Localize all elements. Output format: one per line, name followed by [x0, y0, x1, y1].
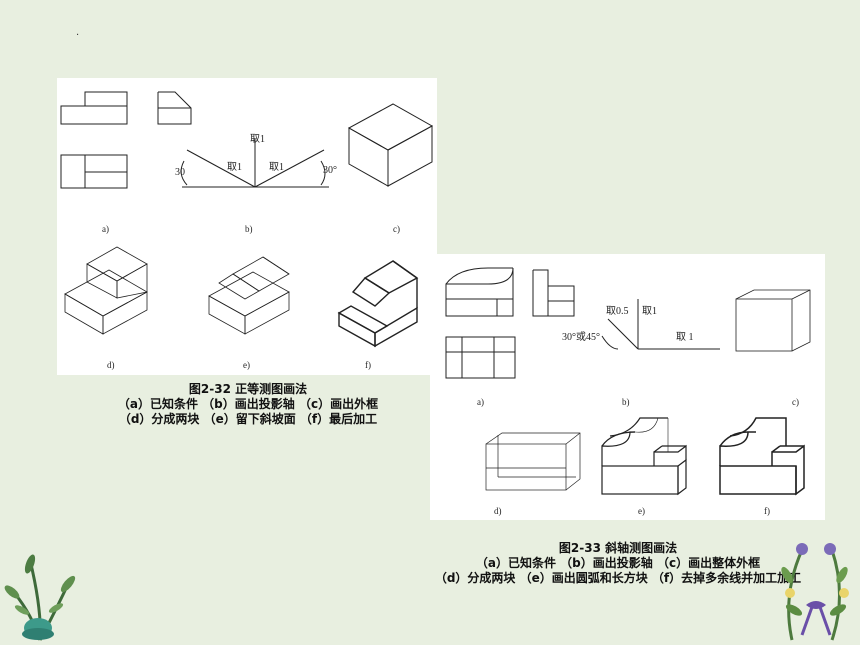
fig232-label-a: a) — [102, 224, 109, 234]
figure-2-32-drawing — [60, 91, 434, 348]
fig232-axis-take1-top: 取1 — [250, 134, 265, 145]
figure-2-33-drawing — [445, 267, 811, 496]
fig233-caption-title: 图2-33 斜轴测图画法 — [558, 541, 678, 555]
fig233-label-d: d) — [494, 506, 502, 516]
fig233-label-f: f) — [764, 506, 770, 516]
fig232-c-box — [347, 103, 434, 187]
fig233-label-a: a) — [477, 397, 484, 407]
fig232-axis-take1-right: 取1 — [269, 162, 284, 173]
fig232-axis-take1-left: 取1 — [227, 162, 242, 173]
fig232-angle-right: 30° — [323, 165, 337, 176]
fig232-e-slope — [208, 256, 290, 335]
plant-decoration-icon — [4, 554, 76, 641]
fig233-caption-line2: （d）分成两块 （e）画出圆弧和长方块 （f）去掉多余线并加工加工 — [434, 571, 802, 585]
fig232-a-views — [60, 91, 192, 189]
fig233-a-views — [445, 267, 575, 379]
fig232-d-blocks — [64, 246, 148, 335]
fig233-b-axes — [601, 299, 720, 350]
fig232-b-axes — [180, 138, 329, 188]
fig233-angle: 30°或45° — [562, 332, 600, 343]
fig233-axis-take1-right: 取 1 — [676, 332, 694, 343]
fig232-caption-line1: （a）已知条件 （b）画出投影轴 （c）画出外框 — [117, 397, 379, 411]
fig232-angle-left: 30 — [175, 167, 185, 178]
figure-2-32-panel: 取1 取1 取1 30 30° a) b) c) d) e) f) — [57, 78, 437, 375]
fig232-label-c: c) — [393, 224, 400, 234]
fig233-axis-take05: 取0.5 — [606, 306, 629, 317]
fig233-label-e: e) — [638, 506, 645, 516]
fig233-label-c: c) — [792, 397, 799, 407]
fig233-label-b: b) — [622, 397, 630, 407]
fig232-label-f: f) — [365, 360, 371, 370]
figure-2-33-panel: 取0.5 取1 取 1 30°或45° a) b) c) d) e) f) — [430, 254, 825, 520]
fig232-label-b: b) — [245, 224, 253, 234]
fig233-f-final — [719, 417, 805, 496]
fig233-axis-take1-top: 取1 — [642, 306, 657, 317]
figure-2-32-caption: 图2-32 正等测图画法 （a）已知条件 （b）画出投影轴 （c）画出外框 （d… — [88, 382, 408, 427]
fig232-caption-title: 图2-32 正等测图画法 — [188, 382, 308, 396]
fig233-e-arcs — [601, 417, 687, 496]
fig232-label-d: d) — [107, 360, 115, 370]
slide-dot: · — [76, 30, 80, 41]
fig233-c-box — [735, 289, 811, 352]
fig232-caption-line2: （d）分成两块 （e）留下斜坡面 （f）最后加工 — [118, 412, 378, 426]
fig232-f-final — [337, 260, 419, 348]
figure-2-33-caption: 图2-33 斜轴测图画法 （a）已知条件 （b）画出投影轴 （c）画出整体外框 … — [398, 541, 838, 586]
fig232-label-e: e) — [243, 360, 250, 370]
fig233-caption-line1: （a）已知条件 （b）画出投影轴 （c）画出整体外框 — [475, 556, 761, 570]
flower-wreath-decoration-icon — [781, 543, 849, 641]
fig233-d-blocks — [485, 432, 581, 491]
